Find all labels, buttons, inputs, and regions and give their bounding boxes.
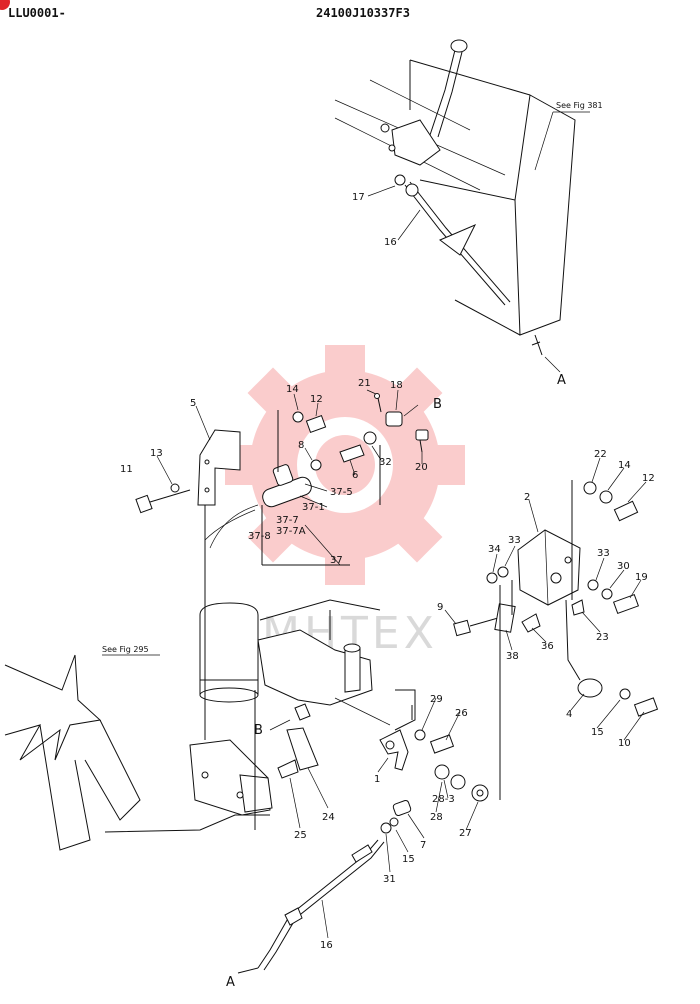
label-28: 28	[430, 812, 443, 823]
label-31: 31	[383, 874, 396, 885]
label-18: 18	[390, 380, 403, 391]
label-7: 7	[420, 840, 426, 851]
engine-fan-area: See Fig 295	[4, 505, 416, 851]
label-11: 11	[120, 464, 133, 475]
label-22: 22	[594, 449, 607, 460]
ref-see-fig-295: See Fig 295	[102, 645, 149, 654]
label-14-right: 14	[618, 460, 631, 471]
label-26: 26	[455, 708, 468, 719]
label-9: 9	[437, 602, 443, 613]
label-16-lower: 16	[320, 940, 333, 951]
label-32: 32	[379, 457, 392, 468]
label-37-5: 37-5	[330, 487, 353, 498]
label-37-8: 37-8	[248, 531, 271, 542]
label-12-right: 12	[642, 473, 655, 484]
lever-bracket-assembly	[444, 457, 659, 800]
label-13: 13	[150, 448, 163, 459]
label-29: 29	[430, 694, 443, 705]
label-38: 38	[506, 651, 519, 662]
lower-lever-cable-assembly	[237, 697, 489, 974]
label-14-upper: 14	[286, 384, 299, 395]
solenoid-bracket-assembly	[135, 389, 429, 566]
corner-red-mark	[0, 0, 10, 10]
label-21: 21	[358, 378, 371, 389]
label-23: 23	[596, 632, 609, 643]
label-27: 27	[459, 828, 472, 839]
label-A-top: A	[557, 373, 566, 388]
label-33-right: 33	[597, 548, 610, 559]
label-8: 8	[298, 440, 304, 451]
ref-see-fig-381: See Fig 381	[556, 101, 603, 110]
label-36: 36	[541, 641, 554, 652]
label-28-3: 28-3	[432, 794, 455, 805]
label-12-upper: 12	[310, 394, 323, 405]
label-17: 17	[352, 192, 365, 203]
label-34: 34	[488, 544, 501, 555]
label-4: 4	[566, 709, 572, 720]
label-33-left: 33	[508, 535, 521, 546]
watermark-gear-icon	[225, 345, 465, 585]
header-drawing-number: 24100J10337F3	[316, 6, 410, 20]
label-30: 30	[617, 561, 630, 572]
label-B-lower: B	[254, 723, 263, 738]
label-20: 20	[415, 462, 428, 473]
label-2: 2	[524, 492, 530, 503]
label-37: 37	[330, 555, 343, 566]
label-16-top: 16	[384, 237, 397, 248]
label-15-right: 15	[591, 727, 604, 738]
label-A-lower: A	[226, 975, 235, 990]
header-left-code: LLU0001-	[8, 6, 66, 20]
label-24: 24	[322, 812, 335, 823]
label-37-1: 37-1	[302, 502, 325, 513]
label-1: 1	[374, 774, 380, 785]
label-37-7: 37-7	[276, 515, 299, 526]
label-B-top: B	[433, 397, 442, 412]
part-labels: 17 16 A 21 18 B 14 12 5 13 11 8 6 32 20 …	[120, 192, 655, 990]
label-25: 25	[294, 830, 307, 841]
label-5: 5	[190, 398, 196, 409]
label-10: 10	[618, 738, 631, 749]
label-6: 6	[352, 470, 358, 481]
label-37-7A: 37-7A	[276, 526, 306, 537]
label-19: 19	[635, 572, 648, 583]
label-15-lower: 15	[402, 854, 415, 865]
control-console-assembly: See Fig 381	[334, 39, 603, 373]
